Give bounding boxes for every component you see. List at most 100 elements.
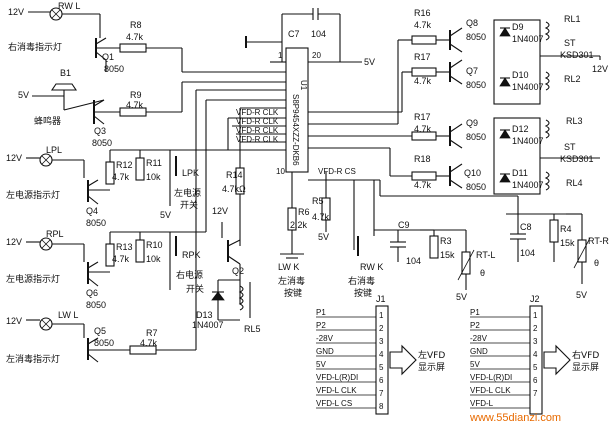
lpl-12v: 12V: [6, 153, 22, 163]
q8-name: Q8: [466, 18, 478, 28]
j1-body: [375, 305, 389, 415]
bus-clk-4: VFD-R CLK: [236, 135, 279, 144]
ic-5v-label: 5V: [364, 57, 375, 67]
c8-name: C8: [520, 222, 532, 232]
r4-value: 15k: [560, 238, 575, 248]
st-bot-name: ST: [564, 142, 576, 152]
resistor-r16: [411, 35, 437, 45]
diode-d11: [499, 173, 511, 183]
c9-name: C9: [398, 220, 410, 230]
j1-pin-number: 5: [379, 363, 384, 372]
bus-clk-2: VFD-R CLK: [236, 117, 279, 126]
rl1-name: RL1: [564, 14, 581, 24]
lwk-label1: 左消毒: [278, 275, 305, 287]
r12-name: R12: [116, 160, 133, 170]
j2-body: [529, 305, 543, 415]
r7-name: R7: [146, 328, 158, 338]
r16-name: R16: [414, 8, 431, 18]
resistor-r8: [119, 43, 147, 53]
j2-pin-label: GND: [470, 347, 488, 356]
capacitor-c7: C7 104 5V: [245, 8, 375, 67]
j1-pin-number: 2: [379, 324, 384, 333]
r9-value: 4.7k: [126, 100, 144, 110]
r17b-name: R17: [414, 112, 431, 122]
r18-value: 4.7k: [414, 180, 432, 190]
q1-type: 8050: [104, 64, 124, 74]
c7-value: 104: [311, 29, 326, 39]
lpk-name: LPK: [182, 168, 199, 178]
rl3-name: RL3: [566, 116, 583, 126]
thermistor-right-circuit: C8 104 R4 15k RT-R θ 5V: [379, 180, 609, 300]
rpl-name: RPL: [46, 229, 64, 239]
d10-part: 1N4007: [512, 82, 544, 92]
lwl-label: 左消毒指示灯: [6, 353, 60, 365]
q2-12v: 12V: [212, 206, 228, 216]
q7-name: Q7: [466, 66, 478, 76]
c9-value: 104: [406, 256, 421, 266]
j1-pin-label: GND: [316, 347, 334, 356]
lwk-label2: 按键: [284, 287, 302, 299]
lpk-label1: 左电源: [174, 187, 201, 199]
q10-type: 8050: [466, 182, 486, 192]
r17a-value: 4.7k: [414, 76, 432, 86]
r11-value: 10k: [146, 172, 161, 182]
q9-type: 8050: [466, 132, 486, 142]
r10-value: 10k: [146, 254, 161, 264]
c8-value: 104: [520, 248, 535, 258]
rtl-name: RT-L: [476, 250, 495, 260]
rpk-name: RPK: [182, 250, 201, 260]
r17a-name: R17: [414, 52, 431, 62]
q4-type: 8050: [86, 218, 106, 228]
r14-value: 4.7kΩ: [222, 184, 246, 194]
rwl-name: RW L: [58, 1, 80, 11]
d10-name: D10: [512, 70, 529, 80]
j1-pin-label: VFD-L CS: [316, 399, 352, 408]
d12-part: 1N4007: [512, 136, 544, 146]
r7-value: 4.7k: [140, 338, 158, 348]
j2-pin-label: P1: [470, 308, 480, 317]
lwl-12v: 12V: [6, 316, 22, 326]
st-bot-part: KSD301: [560, 154, 594, 164]
rtl-5v: 5V: [456, 292, 467, 302]
buzzer-5v: 5V: [18, 90, 29, 100]
resistor-r17a: [411, 67, 437, 77]
r9-name: R9: [130, 90, 142, 100]
j2-pin-label: VFD-L: [470, 399, 494, 408]
q3-type: 8050: [92, 138, 112, 148]
j1-arrow-icon: [389, 344, 417, 376]
rwl-indicator-circuit: 12V RW L 右消毒指示灯 Q1 8050 R8 4.7k: [8, 1, 286, 74]
relay-block-top: R16 4.7k R17 4.7k Q8 8050 Q7 8050 D9 1N4…: [397, 8, 608, 124]
q5-name: Q5: [94, 326, 106, 336]
r8-value: 4.7k: [126, 32, 144, 42]
bus-cs: VFD-R CS: [318, 167, 356, 176]
j2-pin-label: 5V: [470, 360, 480, 369]
q8-type: 8050: [466, 32, 486, 42]
j1-pin-number: 1: [379, 311, 384, 320]
resistor-r18: [411, 171, 437, 181]
r8-name: R8: [130, 20, 142, 30]
lpl-label: 左电源指示灯: [6, 189, 60, 201]
j2-arrow-icon: [543, 344, 571, 376]
q3-name: Q3: [94, 126, 106, 136]
bus-clk-3: VFD-R CLK: [236, 126, 279, 135]
thermistor-left-circuit: C9 104 R3 15k RT-L θ 5V: [373, 180, 495, 302]
resistor-r4: [549, 219, 559, 243]
j1-label2: 显示屏: [418, 362, 445, 373]
st-top-name: ST: [564, 38, 576, 48]
rl5-name: RL5: [244, 324, 261, 334]
rtr-5v: 5V: [576, 290, 587, 300]
ic-u1: U1 S8P9454XZZ-DKB6 1 20 10: [270, 14, 362, 176]
rwl-12v: 12V: [8, 7, 24, 17]
j1-pin-number: 8: [379, 402, 384, 411]
j2-pin-label: -28V: [470, 334, 488, 343]
j1-pin-label: P1: [316, 308, 326, 317]
j1-pin-label: 5V: [316, 360, 326, 369]
lpk-label2: 开关: [180, 199, 198, 211]
rwk-label2: 按键: [354, 287, 372, 299]
d9-name: D9: [512, 22, 524, 32]
q9-name: Q9: [466, 118, 478, 128]
